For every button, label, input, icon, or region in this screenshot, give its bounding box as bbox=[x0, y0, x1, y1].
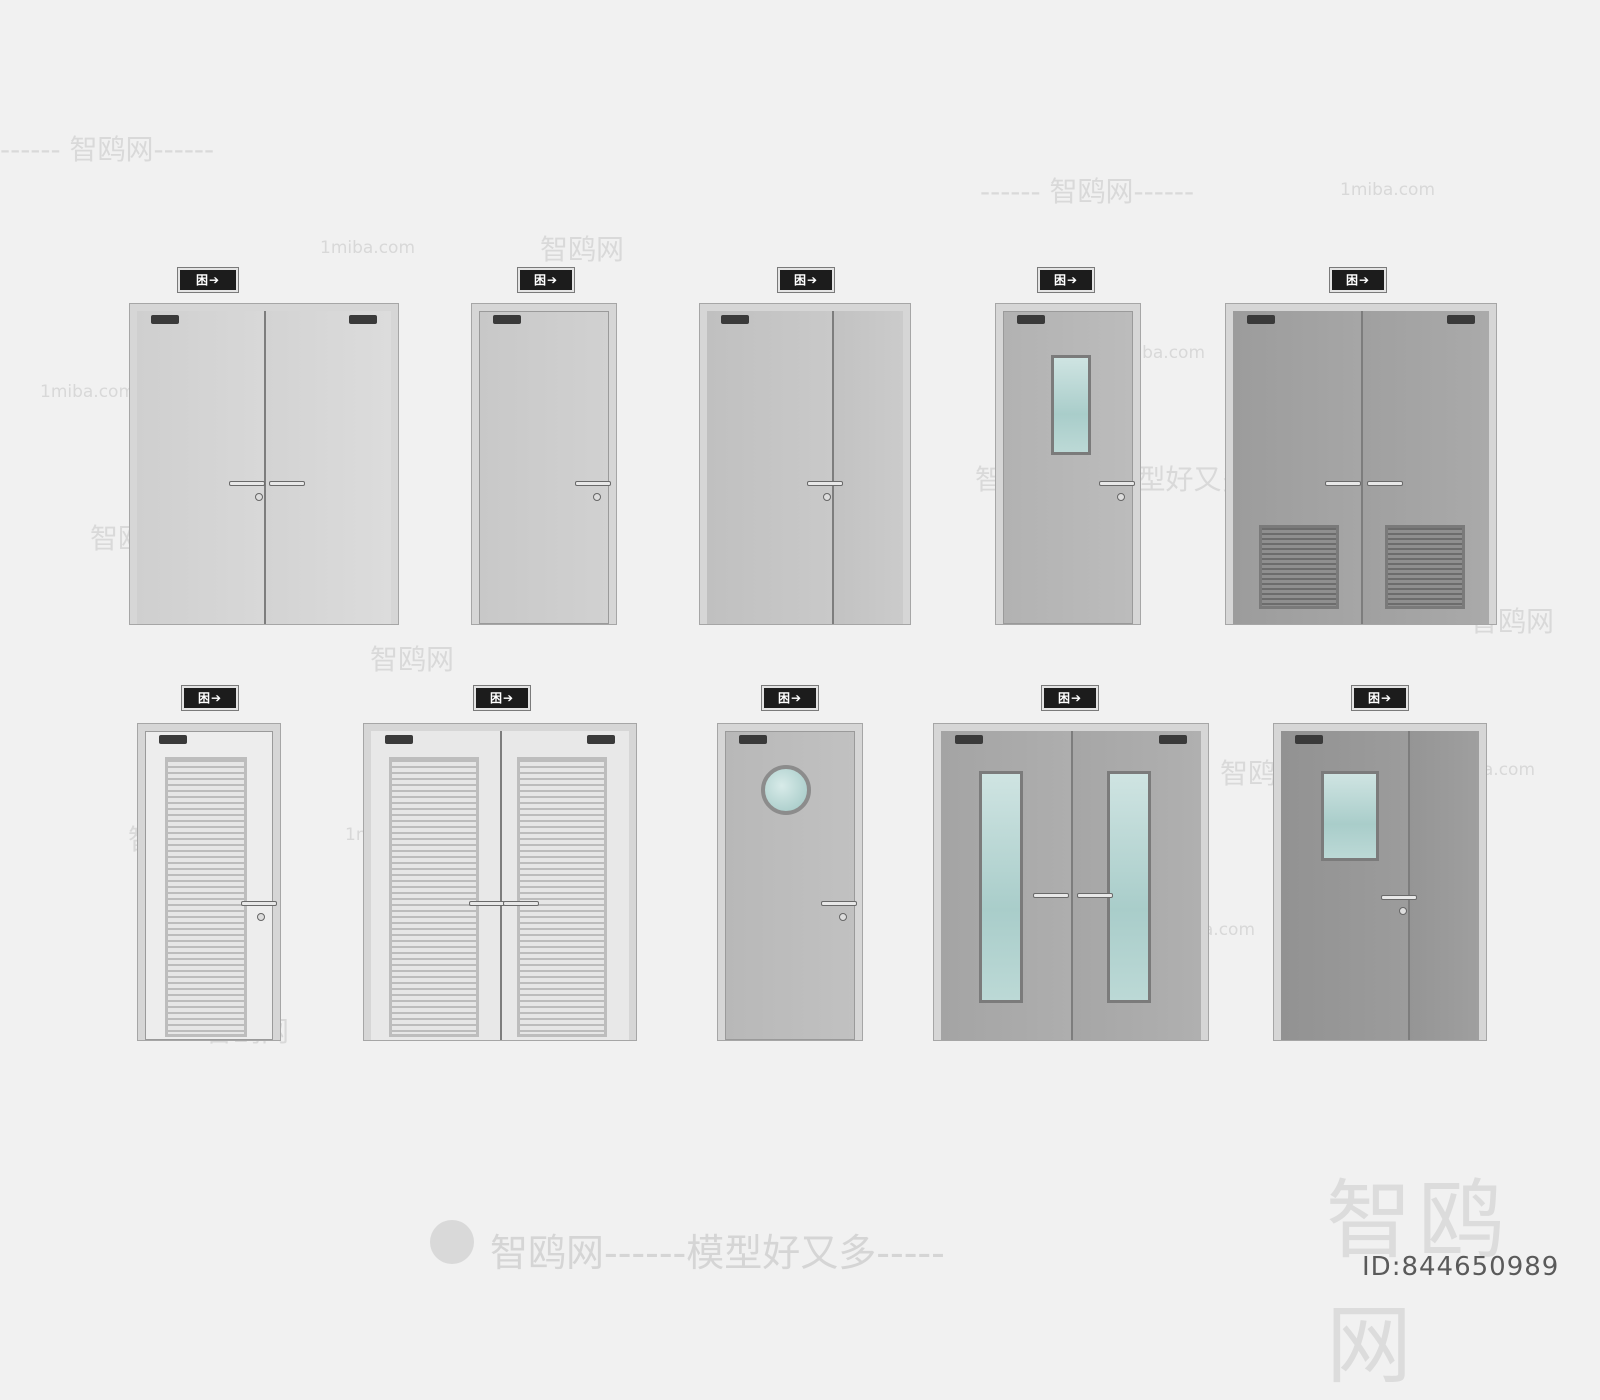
single-door-with-porthole: 困➔ bbox=[718, 685, 862, 1040]
vision-panel bbox=[1321, 771, 1379, 861]
door-closer bbox=[385, 735, 413, 744]
image-id-label: ID:844650989 bbox=[1362, 1252, 1560, 1282]
door-closer bbox=[349, 315, 377, 324]
door-handle bbox=[1367, 481, 1403, 486]
exit-sign: 困➔ bbox=[1329, 267, 1387, 293]
door-handle bbox=[1099, 481, 1135, 486]
unequal-double-door: 困➔ bbox=[700, 267, 910, 624]
louver-panel bbox=[389, 757, 479, 1037]
exit-sign: 困➔ bbox=[1351, 685, 1409, 711]
exit-sign: 困➔ bbox=[761, 685, 819, 711]
door-handle bbox=[1077, 893, 1113, 898]
door-closer bbox=[151, 315, 179, 324]
door-leaf bbox=[137, 311, 264, 624]
door-handle bbox=[1033, 893, 1069, 898]
door-leaf bbox=[832, 311, 903, 624]
door-closer bbox=[1247, 315, 1275, 324]
watermark-site: 1miba.com bbox=[1340, 180, 1436, 200]
lock-icon bbox=[257, 913, 265, 921]
exit-sign: 困➔ bbox=[1037, 267, 1095, 293]
lock-icon bbox=[593, 493, 601, 501]
watermark-cn: ------ 智鸥网------ bbox=[0, 133, 215, 166]
door-handle bbox=[1381, 895, 1417, 900]
unequal-double-door-with-vision-panel: 困➔ bbox=[1274, 685, 1486, 1040]
double-door-with-louvers: 困➔ bbox=[1226, 267, 1496, 624]
door-closer bbox=[587, 735, 615, 744]
watermark-cn: ------ 智鸥网------ bbox=[980, 175, 1195, 208]
single-louvered-door: 困➔ bbox=[138, 685, 280, 1040]
door-closer bbox=[1017, 315, 1045, 324]
exit-sign: 困➔ bbox=[777, 267, 835, 293]
watermark-site: 1miba.com bbox=[320, 238, 416, 258]
bottom-slogan-watermark: 智鸥网------模型好又多----- bbox=[490, 1231, 945, 1275]
exit-sign: 困➔ bbox=[473, 685, 531, 711]
watermark-site: 1miba.com bbox=[40, 382, 136, 402]
door-handle bbox=[575, 481, 611, 486]
door-handle bbox=[821, 901, 857, 906]
door-closer bbox=[739, 735, 767, 744]
door-leaf bbox=[1407, 731, 1479, 1040]
single-door-with-vision-panel: 困➔ bbox=[996, 267, 1140, 624]
door-closer bbox=[955, 735, 983, 744]
door-handle bbox=[807, 481, 843, 486]
double-door-with-tall-glass: 困➔ bbox=[934, 685, 1208, 1040]
porthole-window bbox=[761, 765, 811, 815]
door-handle bbox=[269, 481, 305, 486]
vision-panel bbox=[1051, 355, 1091, 455]
door-leaf bbox=[707, 311, 833, 624]
door-handle bbox=[241, 901, 277, 906]
door-closer bbox=[159, 735, 187, 744]
door-closer bbox=[1447, 315, 1475, 324]
lock-icon bbox=[823, 493, 831, 501]
door-leaf bbox=[264, 311, 391, 624]
brand-logo-icon bbox=[430, 1220, 474, 1264]
exit-sign: 困➔ bbox=[181, 685, 239, 711]
door-handle bbox=[1325, 481, 1361, 486]
double-louvered-door: 困➔ bbox=[364, 685, 636, 1040]
door-closer bbox=[1295, 735, 1323, 744]
double-leaf-door: 困➔ bbox=[130, 267, 398, 624]
lock-icon bbox=[1117, 493, 1125, 501]
door-closer bbox=[721, 315, 749, 324]
lock-icon bbox=[839, 913, 847, 921]
door-closer bbox=[1159, 735, 1187, 744]
door-handle bbox=[469, 901, 505, 906]
louver-vent bbox=[1259, 525, 1339, 609]
watermark-cn: 智鸥网 bbox=[370, 643, 455, 676]
door-handle bbox=[229, 481, 265, 486]
exit-sign: 困➔ bbox=[177, 267, 239, 293]
vision-panel bbox=[1107, 771, 1151, 1003]
louver-panel bbox=[517, 757, 607, 1037]
single-door: 困➔ bbox=[472, 267, 616, 624]
door-closer bbox=[493, 315, 521, 324]
exit-sign: 困➔ bbox=[1041, 685, 1099, 711]
louver-vent bbox=[1385, 525, 1465, 609]
lock-icon bbox=[1399, 907, 1407, 915]
door-handle bbox=[503, 901, 539, 906]
lock-icon bbox=[255, 493, 263, 501]
louver-panel bbox=[165, 757, 247, 1037]
vision-panel bbox=[979, 771, 1023, 1003]
watermark-cn: 智鸥网 bbox=[540, 233, 625, 266]
exit-sign: 困➔ bbox=[517, 267, 575, 293]
